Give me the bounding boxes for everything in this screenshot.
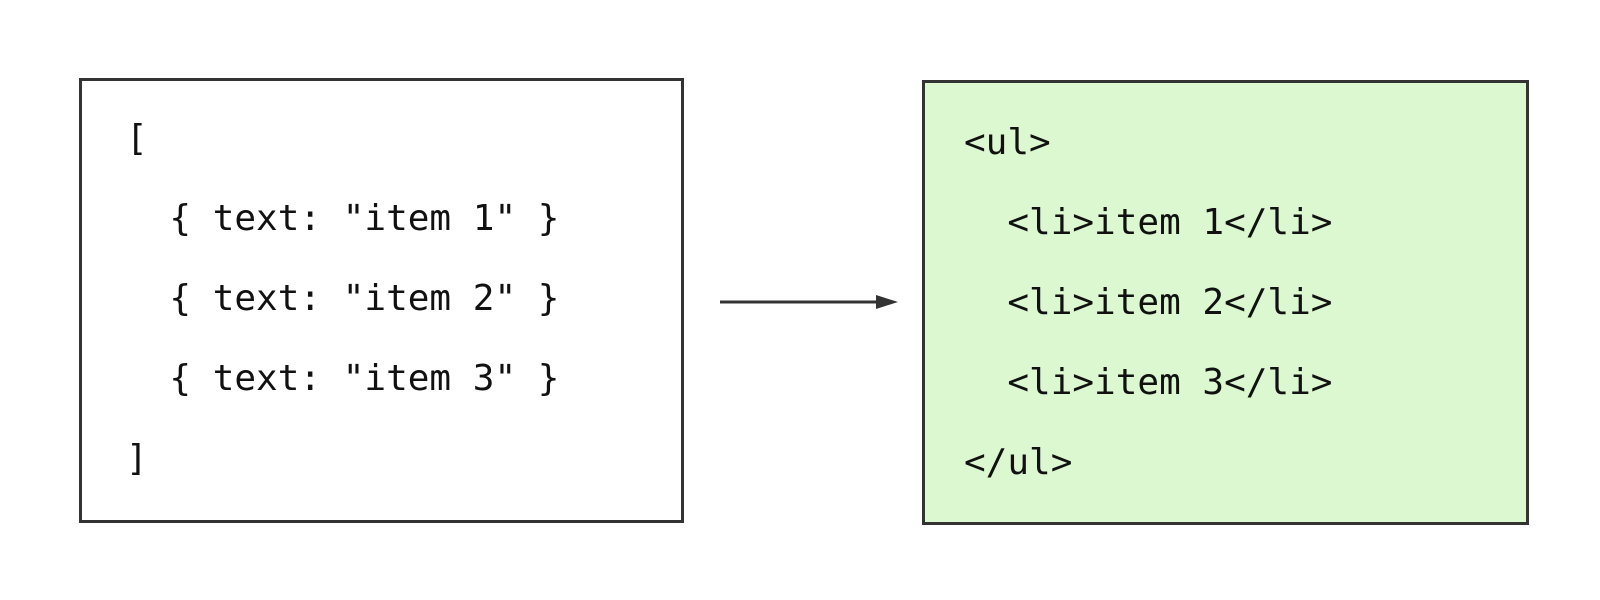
output-line-li-2: <li>item 2</li> <box>964 282 1333 323</box>
source-line-item-1: { text: "item 1" } <box>126 198 560 239</box>
source-line-item-2: { text: "item 2" } <box>126 278 560 319</box>
source-line-open-bracket: [ <box>126 118 148 159</box>
transform-arrow-icon <box>720 295 898 309</box>
output-line-li-3: <li>item 3</li> <box>964 362 1333 403</box>
arrow-head <box>876 295 898 309</box>
source-data-panel: [ { text: "item 1" } { text: "item 2" } … <box>79 78 684 523</box>
source-line-close-bracket: ] <box>126 438 148 479</box>
output-line-li-1: <li>item 1</li> <box>964 202 1333 243</box>
source-line-item-3: { text: "item 3" } <box>126 358 560 399</box>
output-line-ul-close: </ul> <box>964 442 1073 483</box>
rendered-html-panel: <ul> <li>item 1</li> <li>item 2</li> <li… <box>922 80 1529 525</box>
output-line-ul-open: <ul> <box>964 122 1051 163</box>
